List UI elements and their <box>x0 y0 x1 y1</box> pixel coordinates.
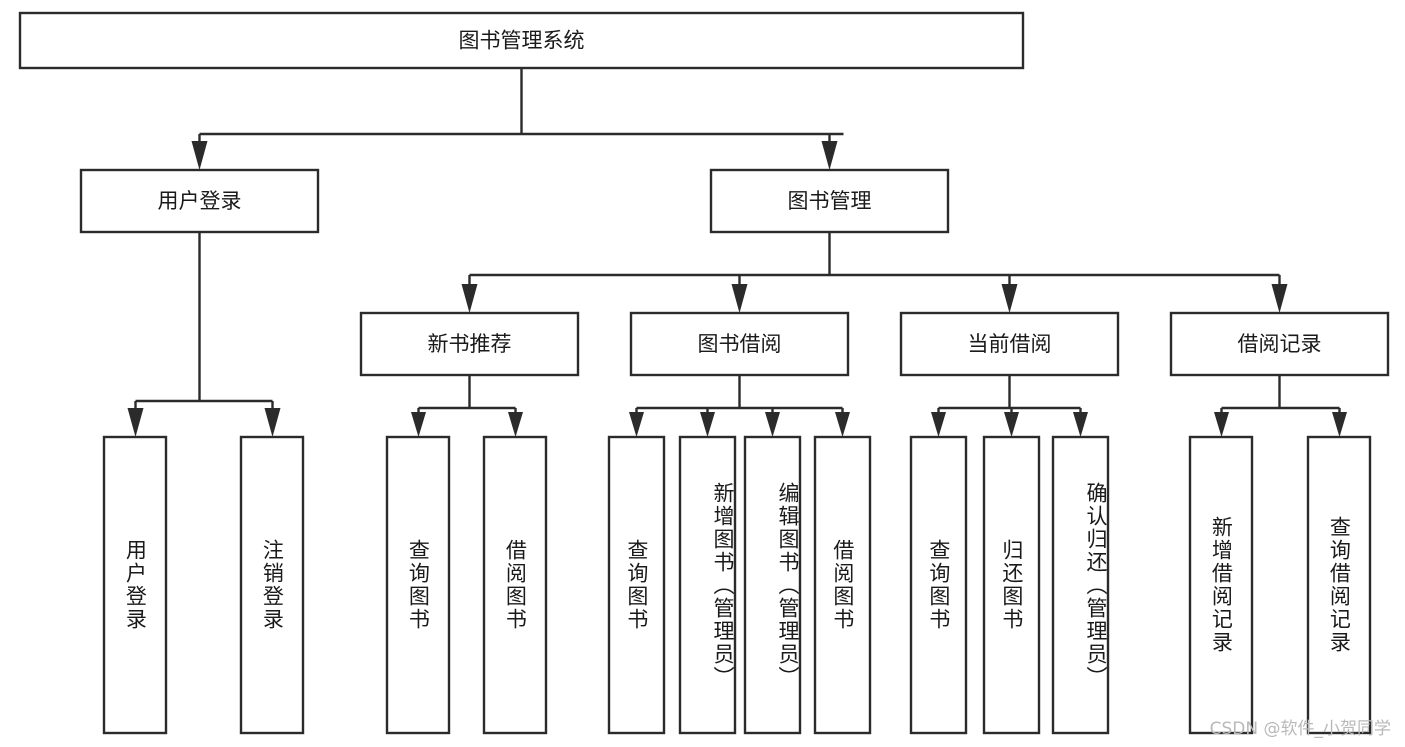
arrow-head-borrow-records <box>1271 284 1288 313</box>
arrow-head-leaf-query-book-current <box>931 412 946 437</box>
arrow-head-leaf-query-book-borrow <box>629 412 644 437</box>
node-box-leaf-user-logout[interactable] <box>239 435 305 735</box>
arrow-head-leaf-user-login <box>127 408 144 437</box>
arrow-head-leaf-edit-book-admin <box>765 412 780 437</box>
node-box-leaf-add-book-admin[interactable] <box>678 435 737 735</box>
node-box-book-borrow[interactable] <box>629 311 850 377</box>
arrow-head-leaf-query-borrow-record <box>1332 412 1347 437</box>
node-box-leaf-borrow-book[interactable] <box>813 435 872 735</box>
node-box-leaf-return-book[interactable] <box>982 435 1041 735</box>
arrow-head-to-book-management <box>821 141 838 170</box>
node-box-borrow-records[interactable] <box>1169 311 1390 377</box>
node-box-leaf-confirm-return-admin[interactable] <box>1051 435 1110 735</box>
node-box-book-management[interactable] <box>709 168 950 234</box>
node-label-book-borrow: 图书借阅 <box>698 332 782 356</box>
connectors-layer <box>127 68 1347 437</box>
arrow-head-leaf-borrow-book <box>835 412 850 437</box>
node-label-new-book-recommend: 新书推荐 <box>428 332 512 356</box>
arrow-head-to-user-login <box>191 141 208 170</box>
node-box-user-login[interactable] <box>79 168 320 234</box>
node-box-leaf-add-borrow-record[interactable] <box>1188 435 1254 735</box>
arrow-head-leaf-confirm-return-admin <box>1073 412 1088 437</box>
node-box-leaf-query-book-borrow[interactable] <box>607 435 666 735</box>
node-box-current-borrow[interactable] <box>899 311 1120 377</box>
node-box-leaf-borrow-book-recommend[interactable] <box>482 435 548 735</box>
node-label-user-login: 用户登录 <box>158 189 242 213</box>
node-box-new-book-recommend[interactable] <box>359 311 580 377</box>
arrow-head-leaf-query-book-recommend <box>411 412 426 437</box>
arrow-head-leaf-add-borrow-record <box>1214 412 1229 437</box>
node-box-leaf-edit-book-admin[interactable] <box>743 435 802 735</box>
node-box-leaf-user-login[interactable] <box>102 435 168 735</box>
node-box-leaf-query-book-current[interactable] <box>909 435 968 735</box>
arrow-head-leaf-user-logout <box>264 408 281 437</box>
node-label-root: 图书管理系统 <box>459 29 585 53</box>
node-label-current-borrow: 当前借阅 <box>968 332 1052 356</box>
node-box-leaf-query-book-recommend[interactable] <box>385 435 451 735</box>
node-label-borrow-records: 借阅记录 <box>1238 332 1322 356</box>
node-box-root[interactable] <box>18 11 1025 70</box>
arrow-head-leaf-return-book <box>1004 412 1019 437</box>
csdn-watermark: CSDN @软件_小贺同学 <box>1209 719 1391 739</box>
arrow-head-book-borrow <box>731 284 748 313</box>
node-label-book-management: 图书管理 <box>788 189 872 213</box>
arrow-head-leaf-borrow-book-recommend <box>508 412 523 437</box>
node-box-leaf-query-borrow-record[interactable] <box>1306 435 1372 735</box>
arrow-head-new-book-recommend <box>461 284 478 313</box>
node-boxes-layer: 图书管理系统 用户登录 图书管理 新书推荐 图书借阅 当前借阅 借阅记录 <box>18 11 1390 735</box>
arrow-head-leaf-add-book-admin <box>700 412 715 437</box>
arrow-head-current-borrow <box>1001 284 1018 313</box>
